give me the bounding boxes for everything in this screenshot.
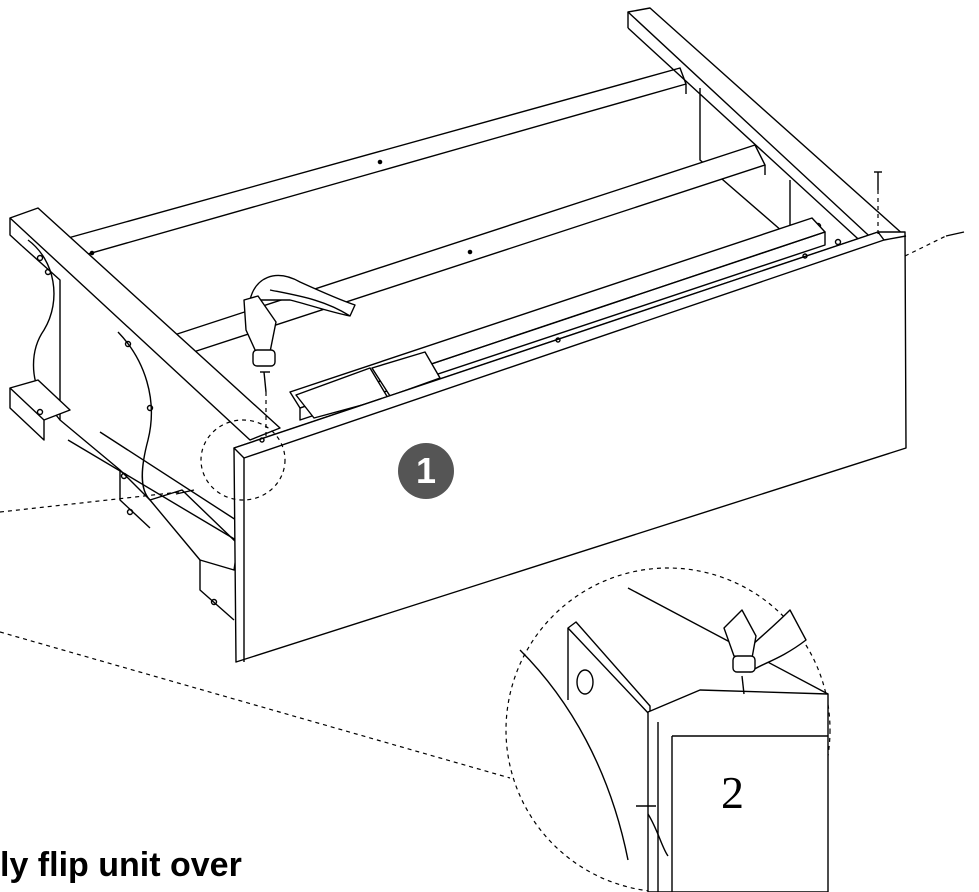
instruction-text: ly flip unit over bbox=[0, 846, 242, 884]
detail-number: 2 bbox=[721, 767, 744, 818]
front-panel bbox=[233, 231, 907, 663]
back-rail bbox=[67, 67, 687, 268]
hammer-icon bbox=[243, 274, 356, 367]
right-end-frame bbox=[627, 7, 906, 249]
step-badge: 1 bbox=[398, 443, 454, 499]
nail-icon bbox=[175, 171, 965, 495]
detail-view bbox=[519, 587, 829, 892]
left-end-frame bbox=[9, 207, 281, 621]
guide-lines bbox=[0, 190, 947, 892]
inner-panel bbox=[289, 217, 826, 421]
